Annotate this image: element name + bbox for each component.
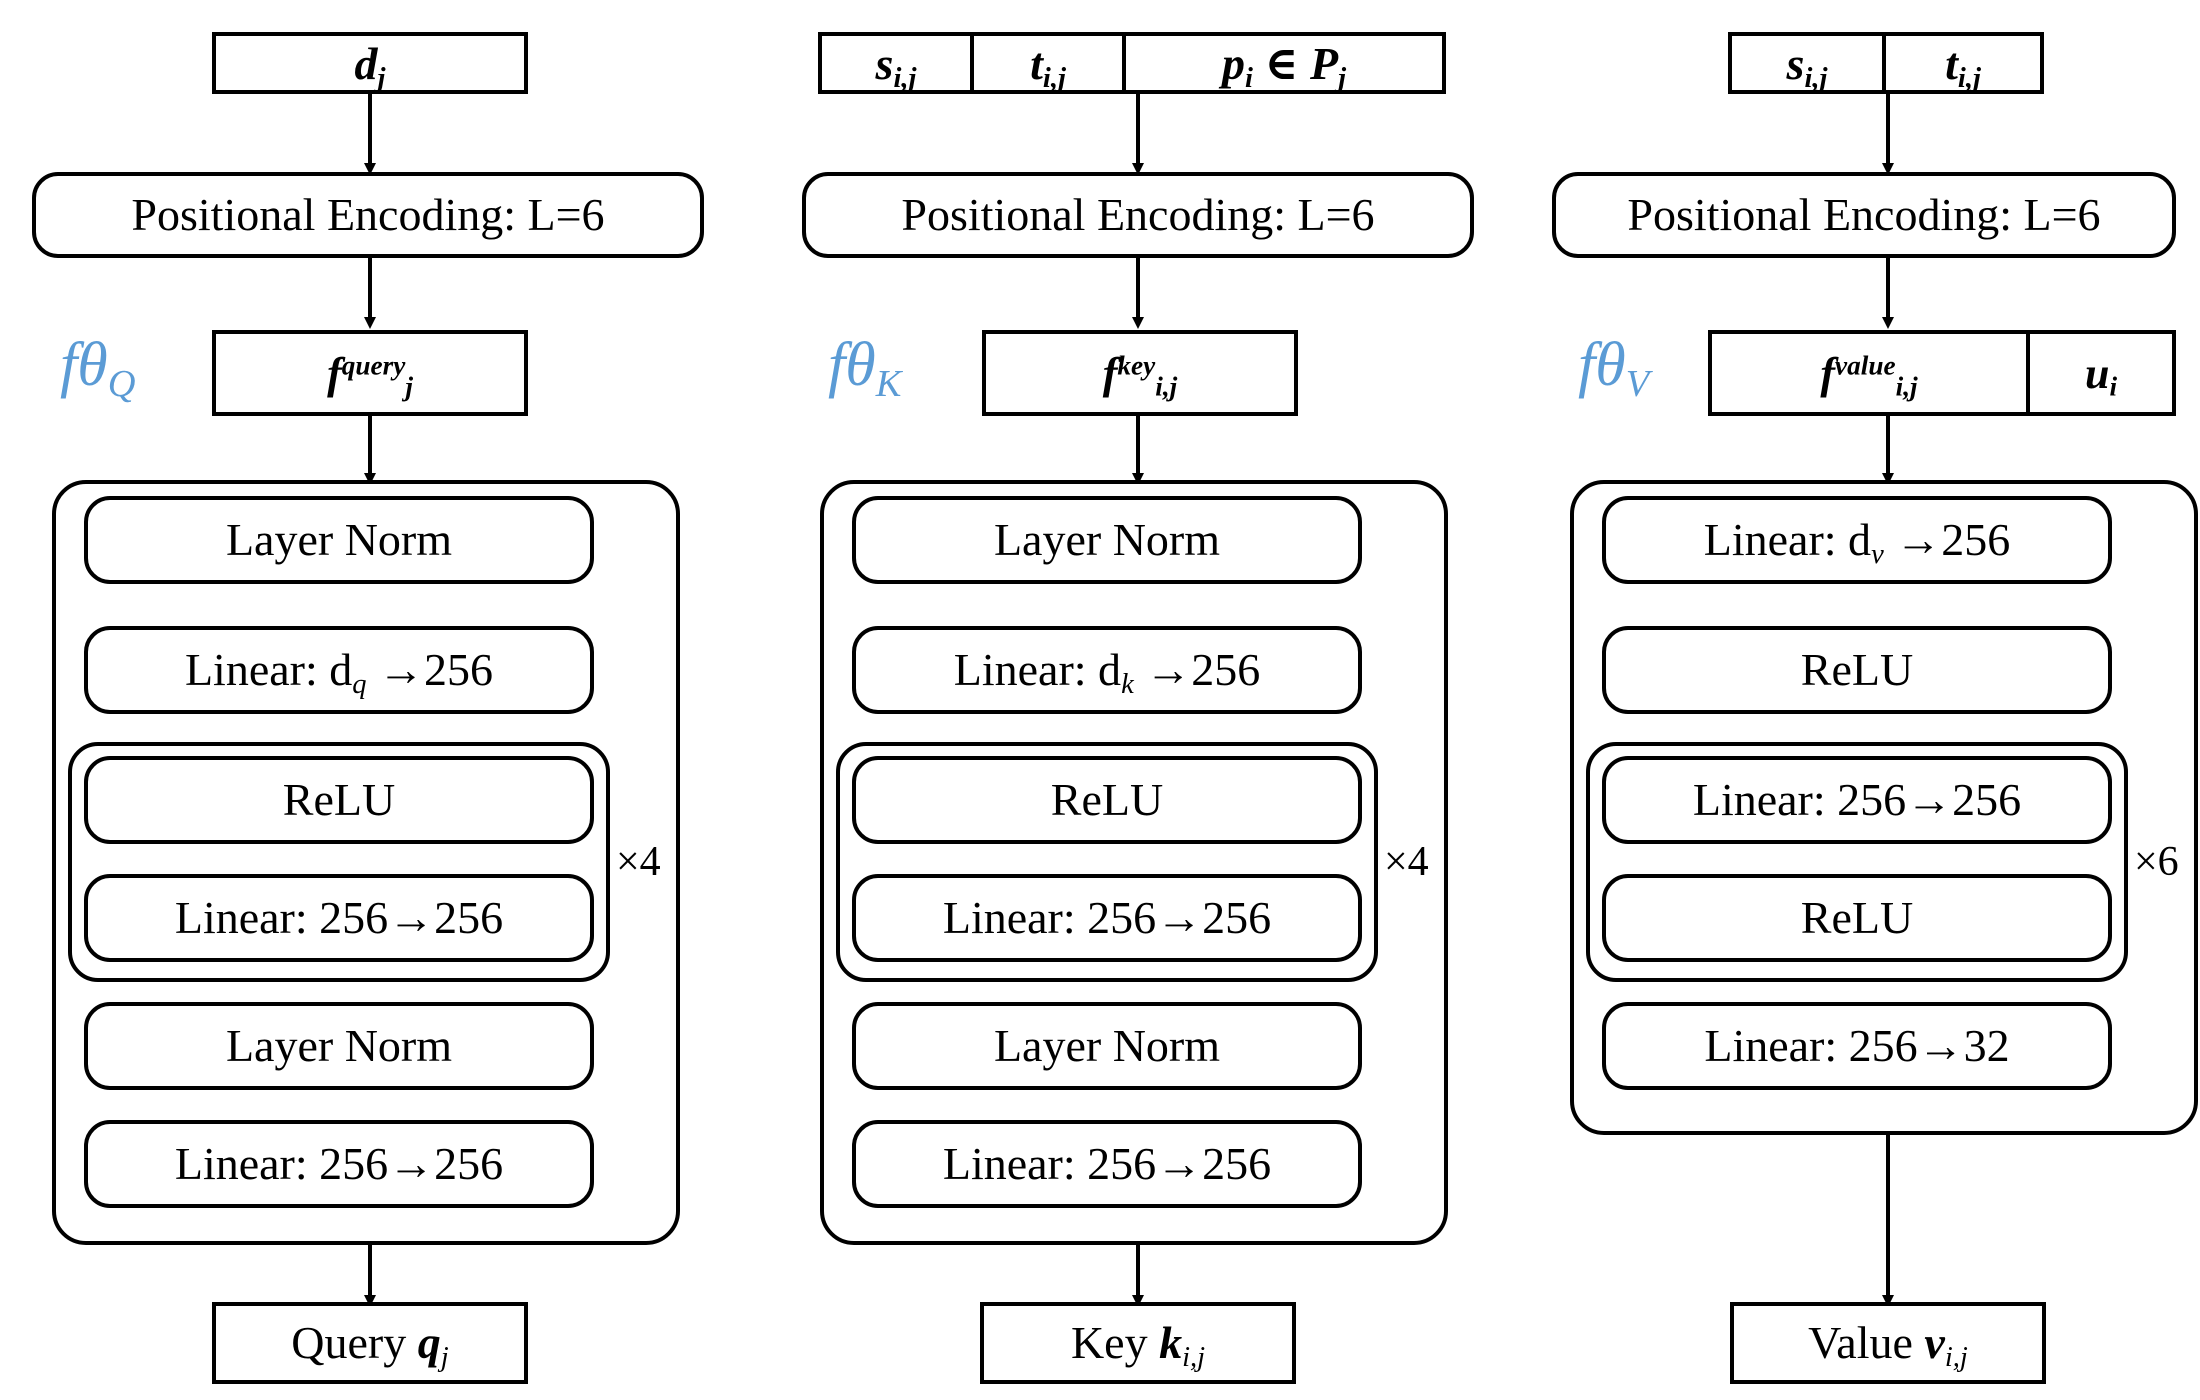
value-positional-encoding: Positional Encoding: L=6 (1552, 172, 2176, 258)
token-t-ij: ti,j (1945, 37, 1981, 94)
token-u-i: ui (2084, 348, 2118, 402)
key-input-token-row: si,j ti,j pi ∈ Pj (818, 32, 1446, 94)
key-output-box: Key ki,j (980, 1302, 1296, 1384)
key-linear-dk-label: Linear: dk →256 (953, 643, 1261, 700)
value-layer-2-relu: ReLU (1602, 626, 2112, 714)
query-layer-2-linear: Linear: dq →256 (84, 626, 594, 714)
value-layer-1-linear: Linear: dv →256 (1602, 496, 2112, 584)
token-cell-f: fvaluei,j (1712, 334, 2030, 412)
token-f-value-ij: fvaluei,j (1820, 348, 1918, 402)
token-t-ij: ti,j (1030, 37, 1066, 94)
key-positional-encoding: Positional Encoding: L=6 (802, 172, 1474, 258)
token-f-query-j: fqueryj (327, 348, 413, 402)
value-output-label: Value vi,j (1808, 1316, 1968, 1373)
query-positional-encoding: Positional Encoding: L=6 (32, 172, 704, 258)
token-s-ij: si,j (875, 37, 917, 94)
query-layer-5-linear: Linear: 256→256 (84, 1120, 594, 1208)
query-output-box: Query qj (212, 1302, 528, 1384)
key-layer-4-layernorm: Layer Norm (852, 1002, 1362, 1090)
query-linear-dq-label: Linear: dq →256 (184, 643, 494, 700)
key-repeat-count: ×4 (1384, 839, 1429, 885)
token-cell-t: ti,j (974, 36, 1126, 94)
token-cell-s: si,j (1732, 36, 1886, 94)
token-cell-u: ui (2030, 334, 2172, 412)
query-layer-1-layernorm: Layer Norm (84, 496, 594, 584)
token-cell: fkeyi,j (986, 334, 1294, 412)
value-layer-4-linear: Linear: 256→32 (1602, 1002, 2112, 1090)
query-input-token-row: dj (212, 32, 528, 94)
key-theta-label: fθK (828, 331, 902, 405)
query-output-label: Query qj (291, 1316, 449, 1373)
value-feature-token-row: fvaluei,j ui (1708, 330, 2176, 416)
query-group-linear: Linear: 256→256 (84, 874, 594, 962)
key-feature-token-row: fkeyi,j (982, 330, 1298, 416)
query-pe-label: Positional Encoding: L=6 (131, 188, 605, 240)
value-output-box: Value vi,j (1730, 1302, 2046, 1384)
key-output-label: Key ki,j (1070, 1316, 1206, 1373)
key-layer-2-linear: Linear: dk →256 (852, 626, 1362, 714)
token-cell: dj (216, 36, 524, 94)
value-linear-dv-label: Linear: dv →256 (1703, 513, 2011, 570)
token-d-j: dj (354, 37, 386, 94)
value-repeat-count: ×6 (2134, 839, 2179, 885)
token-cell-t: ti,j (1886, 36, 2040, 94)
token-f-key-ij: fkeyi,j (1102, 348, 1178, 402)
key-group-linear: Linear: 256→256 (852, 874, 1362, 962)
value-input-token-row: si,j ti,j (1728, 32, 2044, 94)
value-theta-label: fθV (1578, 331, 1650, 405)
query-group-relu: ReLU (84, 756, 594, 844)
query-layer-4-layernorm: Layer Norm (84, 1002, 594, 1090)
key-group-relu: ReLU (852, 756, 1362, 844)
query-repeat-count: ×4 (616, 839, 661, 885)
value-pe-label: Positional Encoding: L=6 (1627, 188, 2101, 240)
token-cell-p: pi ∈ Pj (1126, 36, 1442, 94)
value-group-linear: Linear: 256→256 (1602, 756, 2112, 844)
key-layer-5-linear: Linear: 256→256 (852, 1120, 1362, 1208)
query-feature-token-row: fqueryj (212, 330, 528, 416)
key-layer-1-layernorm: Layer Norm (852, 496, 1362, 584)
token-s-ij: si,j (1786, 37, 1828, 94)
token-p-in-P: pi ∈ Pj (1221, 38, 1347, 94)
token-cell: fqueryj (216, 334, 524, 412)
query-theta-label: fθQ (60, 331, 136, 405)
key-pe-label: Positional Encoding: L=6 (901, 188, 1375, 240)
token-cell-s: si,j (822, 36, 974, 94)
value-group-relu: ReLU (1602, 874, 2112, 962)
